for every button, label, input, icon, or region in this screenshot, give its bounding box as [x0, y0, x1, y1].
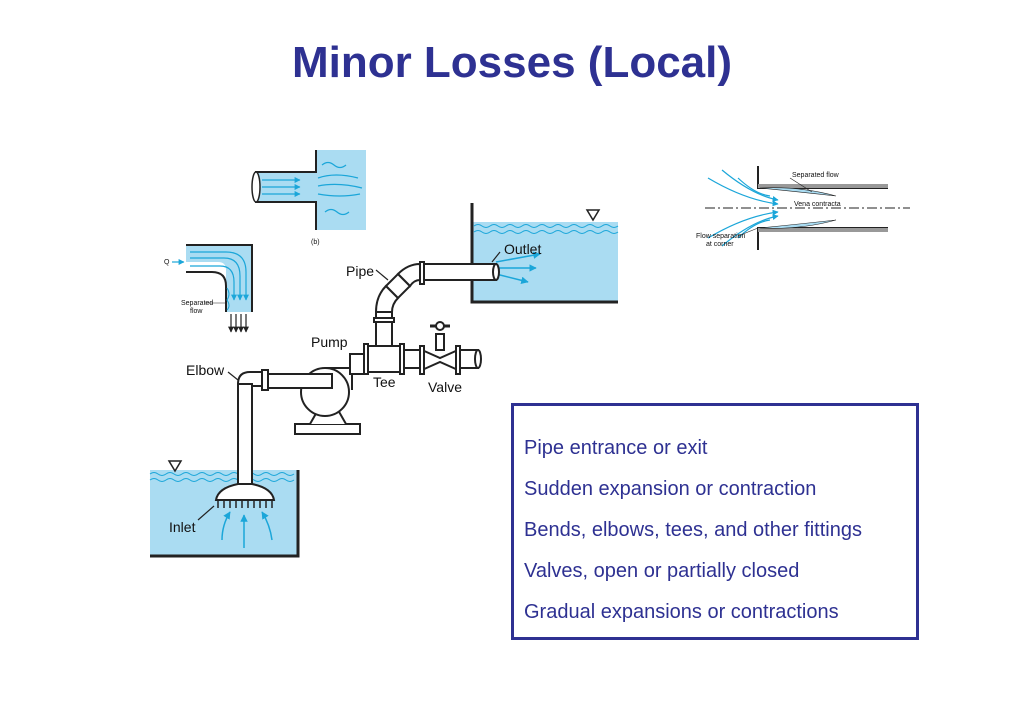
inset-flow-separation-label-2: at corner	[706, 241, 734, 248]
inlet-label: Inlet	[169, 519, 196, 535]
inset-flow-separation-label: Flow separation	[696, 233, 746, 240]
pipe-label: Pipe	[346, 263, 374, 279]
sudden-expansion-inset: (b)	[251, 150, 366, 246]
inset-separated-label: Separated	[181, 300, 213, 307]
contraction-inset: Separated flow Vena contracta Flow separ…	[696, 166, 910, 250]
list-item: Gradual expansions or contractions	[524, 601, 839, 623]
list-item: Pipe entrance or exit	[524, 437, 708, 459]
inset-b-caption: (b)	[311, 239, 320, 246]
minor-losses-list: Pipe entrance or exit Sudden expansion o…	[514, 406, 916, 641]
lower-tank	[149, 460, 300, 558]
list-item: Valves, open or partially closed	[524, 560, 800, 582]
valve-label: Valve	[428, 379, 462, 395]
pump-label: Pump	[311, 334, 348, 350]
inset-vena-contracta-label: Vena contracta	[794, 201, 841, 208]
inset-q-label: Q	[164, 259, 170, 266]
list-item: Sudden expansion or contraction	[524, 478, 817, 500]
minor-losses-box: Pipe entrance or exit Sudden expansion o…	[511, 403, 919, 640]
slide-title: Minor Losses (Local)	[291, 38, 733, 87]
outlet-label: Outlet	[504, 241, 541, 257]
elbow-label: Elbow	[186, 362, 225, 378]
list-item: Bends, elbows, tees, and other fittings	[524, 519, 862, 541]
inset-separated-label-2: flow	[190, 308, 203, 315]
inset-separated-flow-label: Separated flow	[792, 172, 840, 179]
tee-label: Tee	[373, 374, 396, 390]
bend-inset: Q Separated flow	[164, 244, 253, 333]
pipework	[214, 261, 500, 508]
upper-tank	[470, 203, 619, 304]
